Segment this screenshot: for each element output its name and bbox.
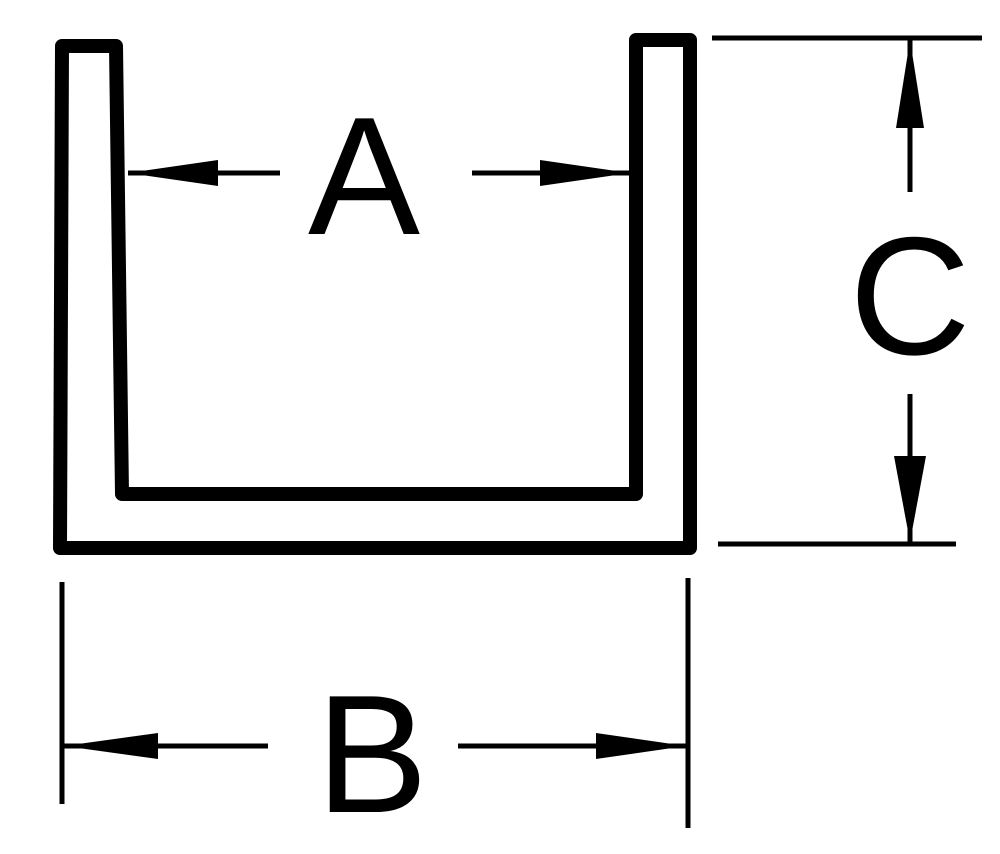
dimension-a-label: A [308,82,420,270]
dimension-b: B [59,578,691,848]
dimension-c-lower-arrowhead [894,456,926,542]
dimension-a-left-arrowhead [128,160,218,186]
dimension-b-right-arrowhead [596,733,686,759]
channel-profile [53,33,697,555]
dimension-c: C [712,35,982,547]
dimension-b-left-arrowhead [64,733,158,759]
dimension-a-right-arrowhead [540,160,630,186]
dimension-a: A [128,82,630,270]
dimension-c-upper-arrowhead [896,40,924,128]
dimension-c-label: C [849,202,970,390]
dimension-b-label: B [316,660,428,848]
